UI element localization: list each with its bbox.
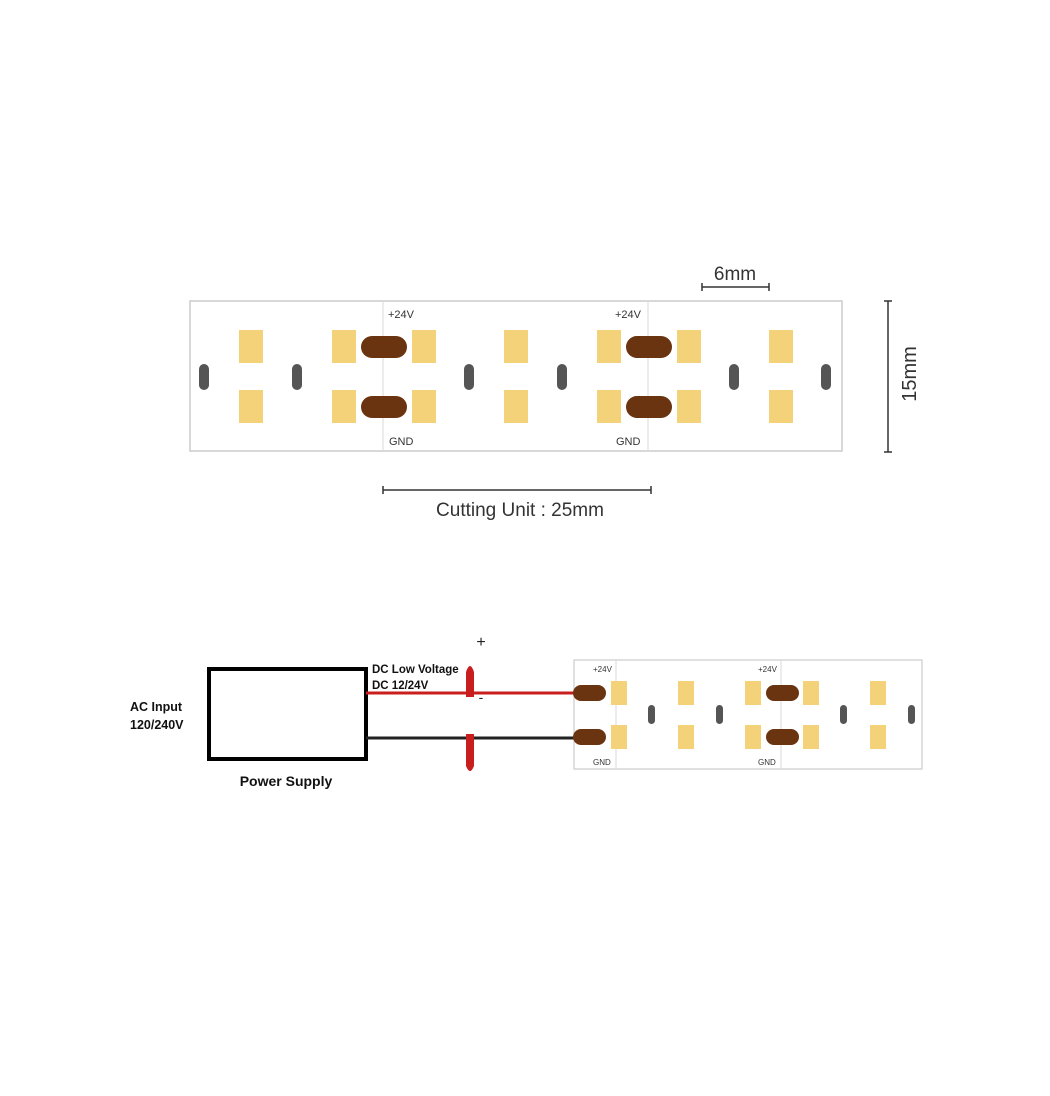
led-chip <box>239 330 263 363</box>
resistor <box>557 364 567 390</box>
resistor-group <box>648 705 915 724</box>
plus-label: +24V <box>758 665 778 674</box>
pad-width-label: 6mm <box>714 264 756 285</box>
resistor <box>729 364 739 390</box>
ac-input-label: AC Input <box>130 700 183 714</box>
solder-pad <box>573 729 606 745</box>
led-chip <box>332 330 356 363</box>
power-supply-label: Power Supply <box>240 773 333 789</box>
solder-pad-group <box>573 685 799 745</box>
height-dimension: 15mm <box>884 300 921 453</box>
gnd-label: GND <box>593 758 611 767</box>
resistor <box>648 705 655 724</box>
led-chip <box>677 330 701 363</box>
solder-pad <box>361 396 407 418</box>
led-group <box>239 330 793 423</box>
gnd-label: GND <box>758 758 776 767</box>
ac-voltage-label: 120/240V <box>130 718 184 732</box>
led-group <box>611 681 886 749</box>
led-chip <box>611 681 627 705</box>
led-chip <box>678 725 694 749</box>
led-chip <box>870 725 886 749</box>
resistor <box>292 364 302 390</box>
led-chip <box>504 330 528 363</box>
led-chip <box>597 390 621 423</box>
led-chip <box>769 390 793 423</box>
cutting-unit-label: Cutting Unit : 25mm <box>436 500 604 521</box>
led-chip <box>803 725 819 749</box>
led-chip <box>678 681 694 705</box>
positive-connector <box>466 666 474 697</box>
led-chip <box>745 725 761 749</box>
led-chip <box>597 330 621 363</box>
minus-sign: - <box>479 689 484 705</box>
wiring-diagram: AC Input 120/240V Power Supply DC Low Vo… <box>130 634 923 789</box>
dc-voltage-label: DC 12/24V <box>372 680 429 692</box>
resistor <box>840 705 847 724</box>
resistor <box>716 705 723 724</box>
resistor <box>908 705 915 724</box>
negative-connector <box>466 734 474 771</box>
solder-pad <box>573 685 606 701</box>
wired-led-strip: +24V +24V GND GND <box>573 659 923 770</box>
resistor <box>464 364 474 390</box>
solder-pad <box>626 396 672 418</box>
led-chip <box>803 681 819 705</box>
solder-pad <box>766 685 799 701</box>
plus-label: +24V <box>615 309 642 321</box>
led-chip <box>677 390 701 423</box>
resistor <box>199 364 209 390</box>
power-supply-box <box>207 667 368 761</box>
led-chip <box>504 390 528 423</box>
plus-sign: + <box>476 634 485 651</box>
resistor <box>821 364 831 390</box>
strip-body <box>573 659 923 770</box>
gnd-label: GND <box>616 436 641 448</box>
led-chip <box>239 390 263 423</box>
plus-label: +24V <box>388 309 415 321</box>
pad-width-dimension: 6mm <box>701 264 770 291</box>
plus-label: +24V <box>593 665 613 674</box>
led-chip <box>769 330 793 363</box>
led-chip <box>870 681 886 705</box>
led-chip <box>412 330 436 363</box>
resistor-group <box>199 364 831 390</box>
gnd-label: GND <box>389 436 414 448</box>
solder-pad-group <box>361 336 672 418</box>
led-chip <box>332 390 356 423</box>
solder-pad <box>361 336 407 358</box>
strip-body <box>189 300 843 452</box>
led-chip <box>745 681 761 705</box>
top-led-strip: +24V +24V GND GND <box>189 300 843 452</box>
cutting-unit-dimension: Cutting Unit : 25mm <box>382 486 652 521</box>
height-label: 15mm <box>899 346 921 402</box>
solder-pad <box>766 729 799 745</box>
led-chip <box>412 390 436 423</box>
dc-low-voltage-label: DC Low Voltage <box>372 664 459 676</box>
solder-pad <box>626 336 672 358</box>
led-chip <box>611 725 627 749</box>
